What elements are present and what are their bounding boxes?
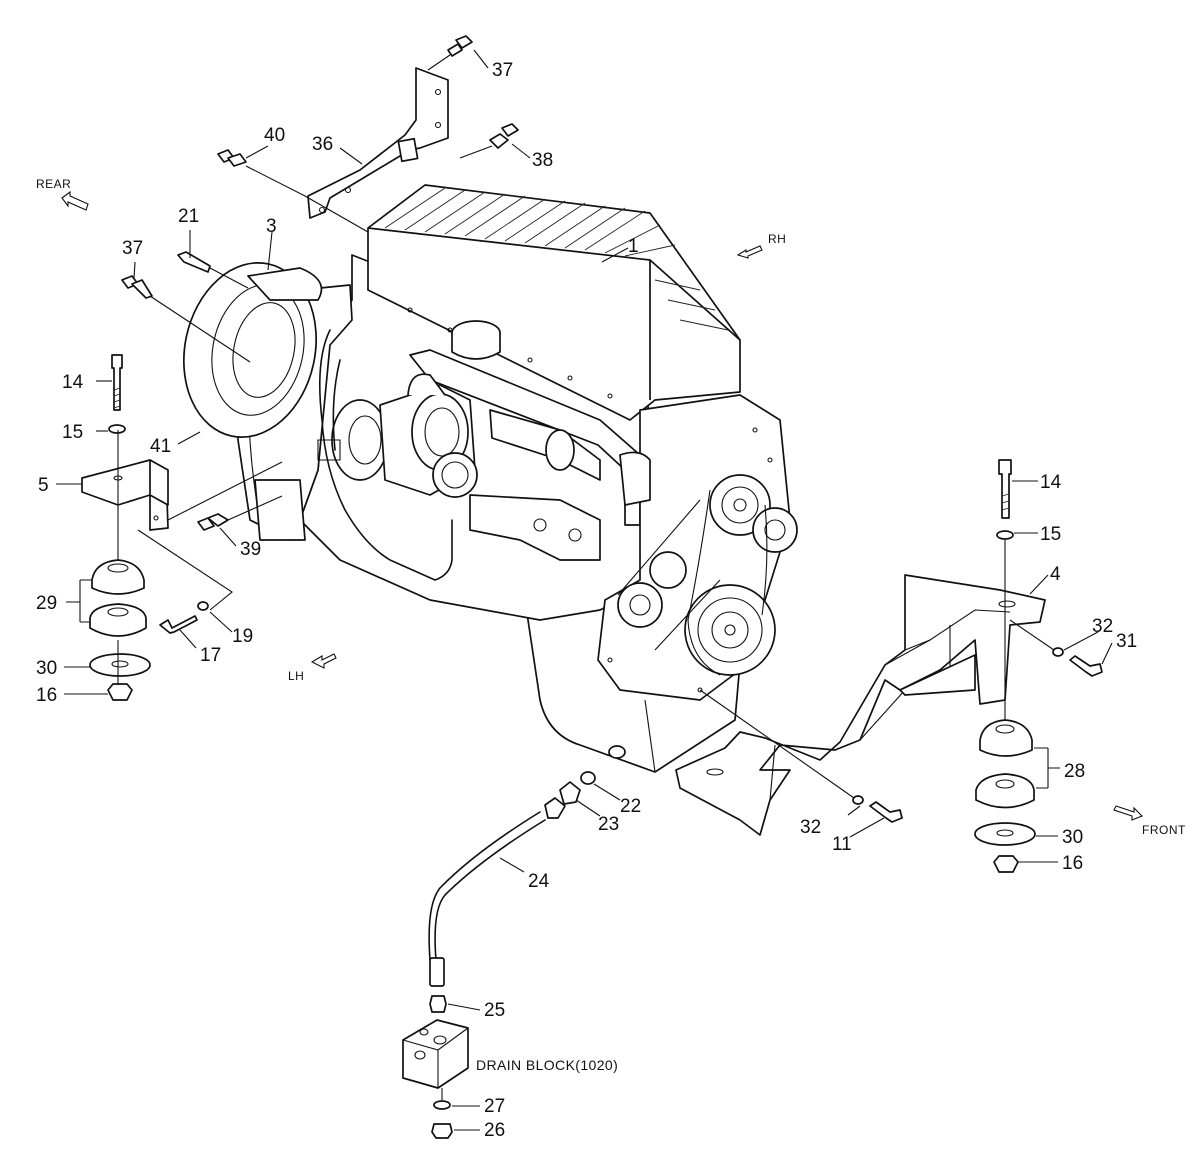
callout-14-left: 14: [62, 372, 84, 393]
cover-bolt-heads: [407, 307, 773, 693]
rear-label: REAR: [36, 177, 71, 191]
callout-numbers: 1 3 4 5 11 14 14 15 15 16 16 17 19 21 22…: [36, 60, 1137, 1141]
lh-label: LH: [288, 669, 304, 683]
callout-5: 5: [38, 475, 49, 496]
callout-37-left: 37: [122, 238, 143, 259]
tensioner-pulley: [617, 551, 687, 628]
callout-37-top: 37: [492, 60, 513, 81]
right-engine-mount-bracket: [675, 574, 1046, 836]
callout-3: 3: [266, 216, 277, 237]
callout-15-right: 15: [1040, 524, 1061, 545]
callout-41: 41: [150, 436, 171, 457]
right-engine-mount: [699, 459, 1103, 873]
callout-40: 40: [264, 125, 285, 146]
plug-26: [431, 1123, 453, 1139]
callout-15-left: 15: [62, 422, 83, 443]
lh-arrow-icon: [310, 653, 337, 669]
front-arrow-icon: [1113, 805, 1143, 821]
callout-29: 29: [36, 593, 57, 614]
callout-4: 4: [1050, 564, 1061, 585]
rh-arrow-icon: [736, 245, 763, 259]
fastener-bolts: [121, 35, 519, 531]
callout-21: 21: [178, 206, 199, 227]
bolt-11: [869, 801, 903, 823]
callout-31: 31: [1116, 631, 1137, 652]
callout-39: 39: [240, 539, 261, 560]
callout-27: 27: [484, 1096, 505, 1117]
right-washer: [996, 530, 1014, 540]
o-ring-27: [433, 1100, 451, 1110]
callout-11: 11: [832, 834, 852, 855]
side-tube: [318, 329, 453, 581]
left-rubber-upper: [91, 559, 145, 595]
callout-leaders: [56, 49, 1113, 1131]
adapter-ring: [247, 267, 323, 301]
left-rubber-lower: [89, 603, 147, 637]
callout-23: 23: [598, 814, 619, 835]
front-label: FRONT: [1142, 823, 1186, 837]
direction-indicators: REAR RH LH FRONT: [36, 177, 1186, 837]
bolt-31: [1069, 655, 1103, 677]
right-mount-bolt: [998, 459, 1012, 519]
callout-32-lower: 32: [800, 817, 821, 838]
callout-17: 17: [200, 645, 221, 666]
drain-hose-assembly: [402, 771, 596, 1139]
callout-28: 28: [1064, 761, 1085, 782]
drain-block: [402, 1019, 469, 1089]
callout-16-right: 16: [1062, 853, 1083, 874]
drain-block-label: DRAIN BLOCK(1020): [476, 1057, 618, 1073]
right-rubber-lower: [975, 773, 1035, 809]
turbocharger: [331, 373, 478, 498]
left-plate-washer: [89, 653, 151, 677]
callout-26: 26: [484, 1120, 505, 1141]
washer-32-lower: [852, 795, 864, 805]
right-plate-washer: [974, 822, 1036, 846]
left-engine-mount: [81, 354, 283, 701]
callout-30-left: 30: [36, 658, 57, 679]
crankshaft-pulley: [684, 584, 776, 676]
left-washer: [108, 424, 126, 434]
washer-19: [197, 601, 209, 611]
fitting-25: [429, 995, 447, 1013]
callout-22: 22: [620, 796, 641, 817]
washer-22: [580, 771, 596, 785]
left-nut: [107, 683, 133, 701]
left-mount-bolt: [111, 354, 123, 411]
engine-assembly: [182, 184, 798, 773]
callout-16-left: 16: [36, 685, 57, 706]
callout-1: 1: [628, 236, 639, 257]
callout-19: 19: [232, 626, 253, 647]
callout-36: 36: [312, 134, 333, 155]
rear-lifting-bracket: [307, 67, 449, 219]
callout-25: 25: [484, 1000, 505, 1021]
intake-pipe: [409, 349, 641, 526]
drain-hose: [434, 819, 546, 961]
bolt-17: [159, 615, 198, 634]
right-nut: [993, 855, 1019, 873]
alternator-pulley: [752, 507, 798, 553]
rh-label: RH: [768, 232, 786, 246]
callout-24: 24: [528, 871, 550, 892]
callout-30-right: 30: [1062, 827, 1083, 848]
washer-32-upper: [1052, 647, 1064, 657]
right-rubber-upper: [979, 719, 1033, 757]
valve-cover-fins: [384, 187, 729, 331]
callout-32-upper: 32: [1092, 616, 1113, 637]
callout-38: 38: [532, 150, 553, 171]
rear-arrow-icon: [61, 190, 89, 211]
drive-belt: [687, 489, 768, 676]
adapter-23: [559, 781, 581, 805]
oil-pan-drain-port: [608, 745, 626, 759]
callout-14-right: 14: [1040, 472, 1062, 493]
